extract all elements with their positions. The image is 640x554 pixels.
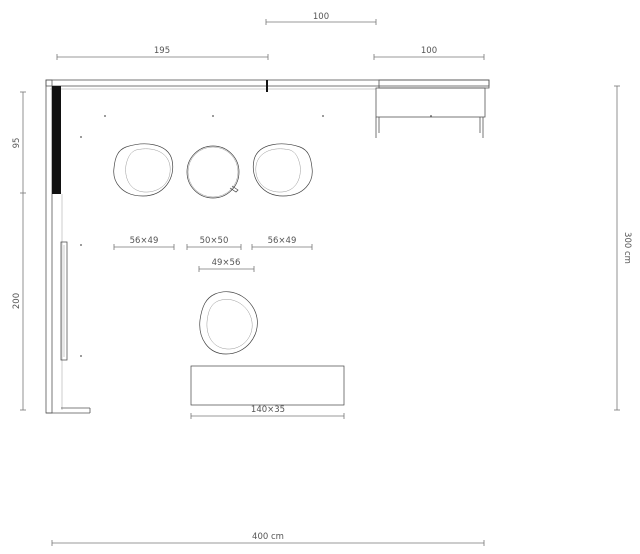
dimension-right-total: 300 cm bbox=[614, 85, 632, 411]
dimension-label-left-lower: 200 bbox=[12, 293, 22, 309]
label-table-round: 50×50 bbox=[200, 236, 229, 246]
label-chair-lower: 49×56 bbox=[212, 258, 241, 268]
dimension-label-top-center: 100 bbox=[313, 12, 329, 22]
dimension-left-upper: 95 bbox=[12, 91, 26, 194]
bench bbox=[190, 365, 345, 406]
dimension-table-round: 50×50 bbox=[186, 236, 242, 250]
dimension-label-top-right: 100 bbox=[421, 46, 437, 56]
reference-dots bbox=[80, 115, 432, 357]
wall-left bbox=[45, 79, 91, 414]
dimension-top-right: 100 bbox=[373, 46, 485, 60]
dimension-label-right-total: 300 cm bbox=[622, 232, 632, 264]
dimension-chair-lower: 49×56 bbox=[198, 258, 255, 272]
chair-right bbox=[252, 143, 313, 197]
table-round bbox=[186, 145, 240, 199]
label-chair-left: 56×49 bbox=[130, 236, 159, 246]
dimension-chair-right: 56×49 bbox=[251, 236, 313, 250]
label-bench: 140×35 bbox=[251, 405, 285, 415]
console-cabinet bbox=[375, 79, 490, 138]
dimension-label-bottom-total: 400 cm bbox=[252, 532, 284, 542]
label-chair-right: 56×49 bbox=[268, 236, 297, 246]
dimension-chair-left: 56×49 bbox=[113, 236, 175, 250]
wall-top bbox=[45, 79, 490, 92]
dimension-bottom-total: 400 cm bbox=[51, 532, 485, 546]
dimension-left-lower: 200 bbox=[12, 193, 26, 411]
chair-lower bbox=[199, 291, 258, 355]
dimension-top-center: 100 bbox=[265, 12, 377, 25]
dimension-top-left: 195 bbox=[56, 46, 269, 60]
dimension-label-left-upper: 95 bbox=[12, 138, 22, 149]
dimension-label-top-left: 195 bbox=[154, 46, 170, 56]
dimension-bench: 140×35 bbox=[190, 405, 345, 419]
chair-left bbox=[113, 143, 174, 197]
